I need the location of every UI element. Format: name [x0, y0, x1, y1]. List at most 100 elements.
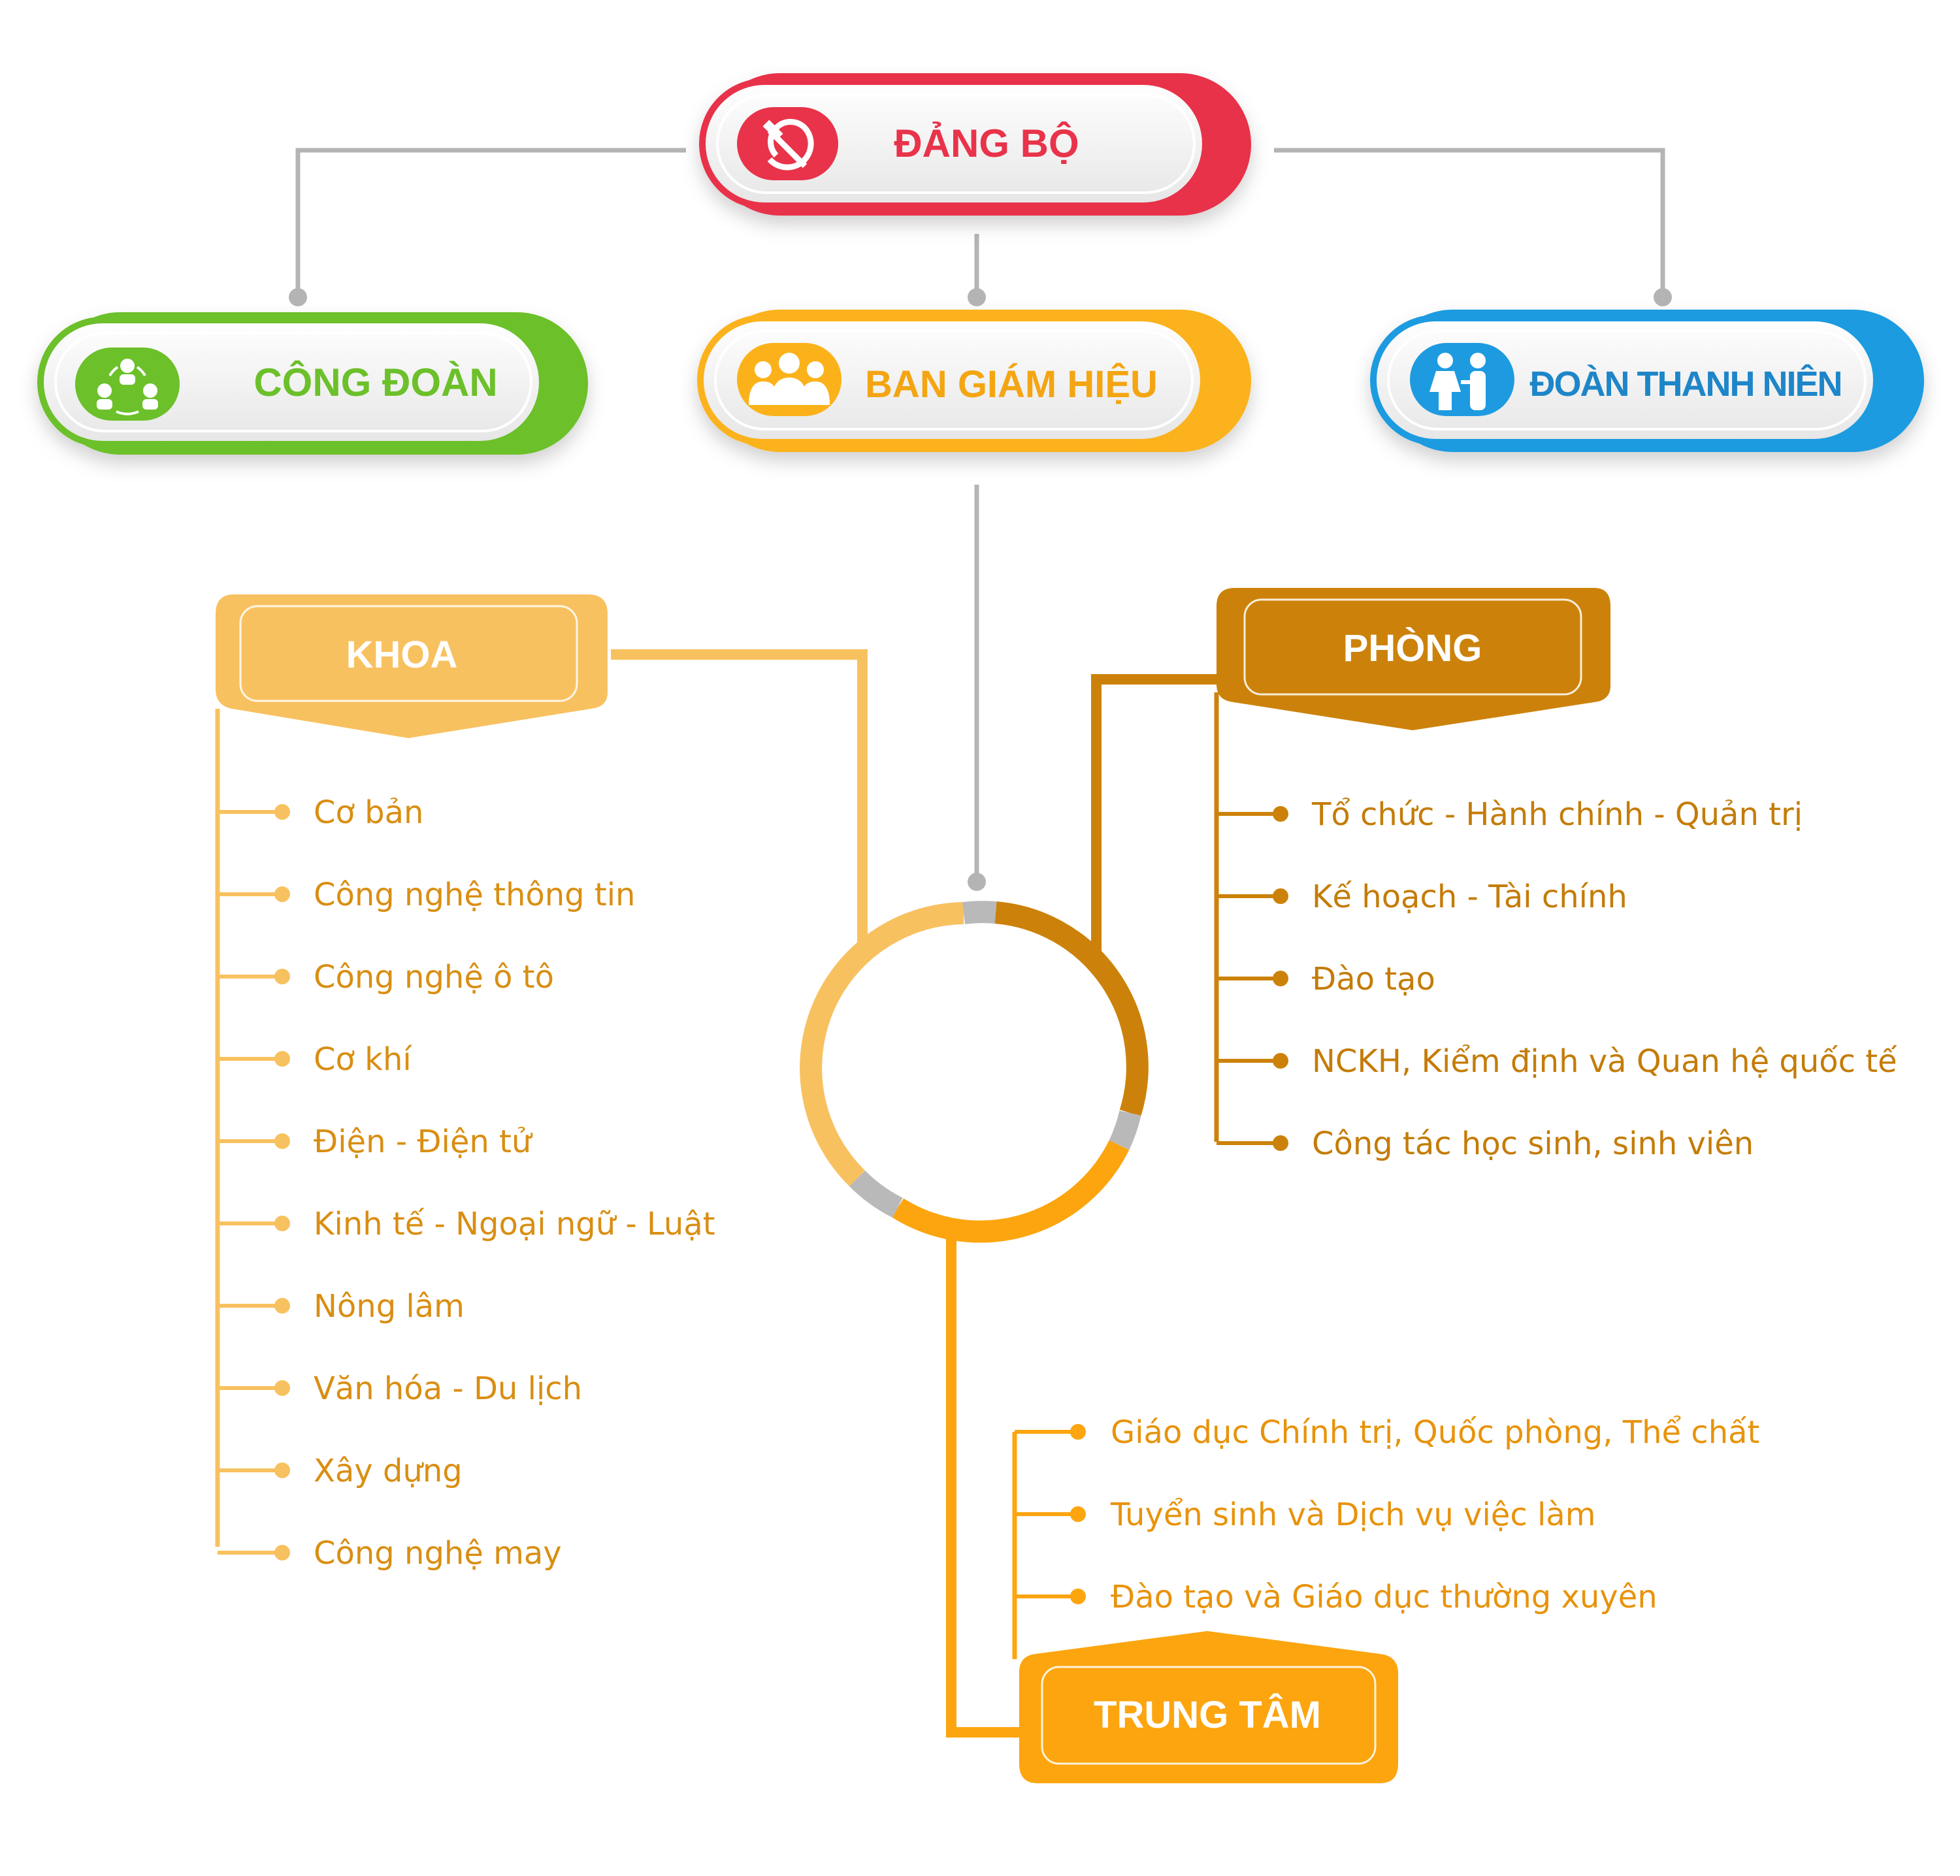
top-connectors: [295, 148, 1665, 882]
connector-dangbo-doanthanhnien: [1274, 148, 1665, 297]
node-cong-doan[interactable]: [37, 312, 588, 455]
bullet-dot: [274, 804, 290, 820]
list-item[interactable]: Tổ chức - Hành chính - Quản trị: [1217, 796, 1803, 833]
list-item[interactable]: Công nghệ thông tin: [218, 877, 635, 913]
pill-face-inner: [714, 330, 1194, 430]
branch-connectors: [611, 649, 1222, 1738]
trung-tam-title: TRUNG TÂM: [1094, 1694, 1321, 1736]
list-item[interactable]: NCKH, Kiểm định và Quan hệ quốc tế: [1217, 1043, 1897, 1080]
bullet-dot: [274, 886, 290, 902]
bullet-dot: [274, 1298, 290, 1314]
pill-face: [697, 315, 1207, 445]
list-item[interactable]: Điện - Điện tử: [218, 1124, 533, 1160]
list-item[interactable]: Xây dựng: [218, 1453, 463, 1489]
connector-dot: [289, 288, 307, 306]
bullet-dot: [1273, 1053, 1288, 1069]
list-item-label: Tuyển sinh và Dịch vụ việc làm: [1110, 1496, 1595, 1533]
people-group-icon: [737, 343, 841, 416]
ring-segment-phong: [994, 901, 1149, 1117]
connector-circle-trungtam: [946, 1228, 1019, 1738]
bullet-dot: [1273, 888, 1288, 904]
node-doan-thanh-nien-label: ĐOÀN THANH NIÊN: [1530, 364, 1842, 404]
ring-segment-khoa: [800, 902, 964, 1187]
connector-dot: [968, 873, 986, 891]
node-dang-bo[interactable]: [699, 73, 1251, 216]
ring-segment-gray: [962, 901, 997, 924]
pill-face: [37, 317, 546, 447]
list-item-label: Văn hóa - Du lịch: [314, 1370, 582, 1407]
list-item-label: Cơ bản: [314, 794, 423, 831]
list-item-label: Công nghệ may: [314, 1535, 562, 1572]
phong-header[interactable]: PHÒNG: [1217, 588, 1610, 730]
list-item[interactable]: Văn hóa - Du lịch: [218, 1370, 582, 1407]
ring-segment-gray: [1109, 1110, 1141, 1150]
trung-tam-header-shape: [1019, 1631, 1398, 1783]
list-item[interactable]: Nông lâm: [218, 1288, 465, 1325]
node-doan-thanh-nien[interactable]: [1370, 310, 1924, 452]
bullet-dot: [1070, 1589, 1086, 1604]
hammer-sickle-icon: [737, 107, 838, 180]
list-item[interactable]: Cơ bản: [218, 794, 423, 831]
phong-header-inner: [1243, 598, 1582, 696]
center-ring: [800, 901, 1149, 1243]
bullet-dot: [1273, 1135, 1288, 1151]
trung-tam-header[interactable]: TRUNG TÂM: [1019, 1631, 1398, 1783]
connector-dots: [289, 288, 1672, 891]
youth-people-icon: [1410, 343, 1514, 416]
node-cong-doan-label: CÔNG ĐOÀN: [253, 361, 497, 404]
bullet-dot: [274, 1216, 290, 1231]
list-item-label: Giáo dục Chính trị, Quốc phòng, Thể chất: [1111, 1414, 1759, 1451]
connector-dangbo-congdoan: [295, 148, 686, 297]
bullet-dot: [274, 1380, 290, 1396]
khoa-header-inner: [239, 605, 578, 702]
list-item[interactable]: Kinh tế - Ngoại ngữ - Luật: [218, 1206, 715, 1242]
list-item-label: Tổ chức - Hành chính - Quản trị: [1311, 796, 1803, 833]
pill-face-inner: [54, 332, 532, 432]
bullet-dot: [1070, 1424, 1086, 1440]
bullet-dot: [274, 1463, 290, 1478]
connector-circle-phong: [1091, 674, 1222, 973]
list-item[interactable]: Công nghệ ô tô: [218, 959, 554, 995]
bullet-dot: [274, 1545, 290, 1561]
khoa-header-shape: [216, 594, 608, 738]
bullet-dot: [274, 969, 290, 984]
list-item[interactable]: Kế hoạch - Tài chính: [1217, 879, 1627, 915]
node-dang-bo-label: ĐẢNG BỘ: [894, 121, 1079, 165]
khoa-header[interactable]: KHOA: [216, 594, 608, 738]
list-item-label: Điện - Điện tử: [314, 1124, 533, 1160]
pill-face: [699, 78, 1209, 209]
list-item[interactable]: Công nghệ may: [218, 1535, 562, 1572]
list-item[interactable]: Đào tạo và Giáo dục thường xuyên: [1015, 1579, 1658, 1615]
connector-circle-khoa: [611, 649, 868, 960]
list-item-label: Xây dựng: [314, 1453, 463, 1489]
pill-face-inner: [716, 93, 1196, 194]
phong-title: PHÒNG: [1343, 627, 1482, 670]
list-item-label: Cơ khí: [314, 1041, 412, 1078]
list-item[interactable]: Đào tạo: [1217, 961, 1435, 997]
list-item-label: Kế hoạch - Tài chính: [1312, 879, 1627, 915]
list-item[interactable]: Cơ khí: [218, 1041, 412, 1078]
bullet-dot: [1070, 1506, 1086, 1522]
ring-segment-gray: [849, 1170, 903, 1218]
team-network-icon: [75, 348, 180, 421]
list-item-label: Đào tạo và Giáo dục thường xuyên: [1111, 1579, 1658, 1615]
list-item[interactable]: Tuyển sinh và Dịch vụ việc làm: [1015, 1496, 1595, 1533]
trung-tam-list: Giáo dục Chính trị, Quốc phòng, Thể chất…: [1015, 1414, 1759, 1615]
list-item-label: Nông lâm: [314, 1288, 465, 1325]
list-item-label: Kinh tế - Ngoại ngữ - Luật: [314, 1206, 715, 1242]
connector-dot: [1654, 288, 1672, 306]
node-ban-giam-hieu-label: BAN GIÁM HIỆU: [865, 363, 1158, 406]
list-item[interactable]: Công tác học sinh, sinh viên: [1217, 1125, 1754, 1162]
list-item[interactable]: Giáo dục Chính trị, Quốc phòng, Thể chất: [1015, 1414, 1759, 1451]
list-item-label: Đào tạo: [1312, 961, 1435, 997]
list-item-label: Công nghệ thông tin: [314, 877, 635, 913]
phong-list: Tổ chức - Hành chính - Quản trị Kế hoạch …: [1217, 796, 1897, 1162]
pill-face: [1370, 315, 1880, 445]
list-item-label: NCKH, Kiểm định và Quan hệ quốc tế: [1312, 1043, 1897, 1080]
bullet-dot: [274, 1133, 290, 1149]
pill-face-inner: [1387, 330, 1867, 430]
node-ban-giam-hieu[interactable]: [697, 310, 1251, 452]
bullet-dot: [1273, 806, 1288, 822]
list-item-label: Công nghệ ô tô: [314, 959, 554, 995]
